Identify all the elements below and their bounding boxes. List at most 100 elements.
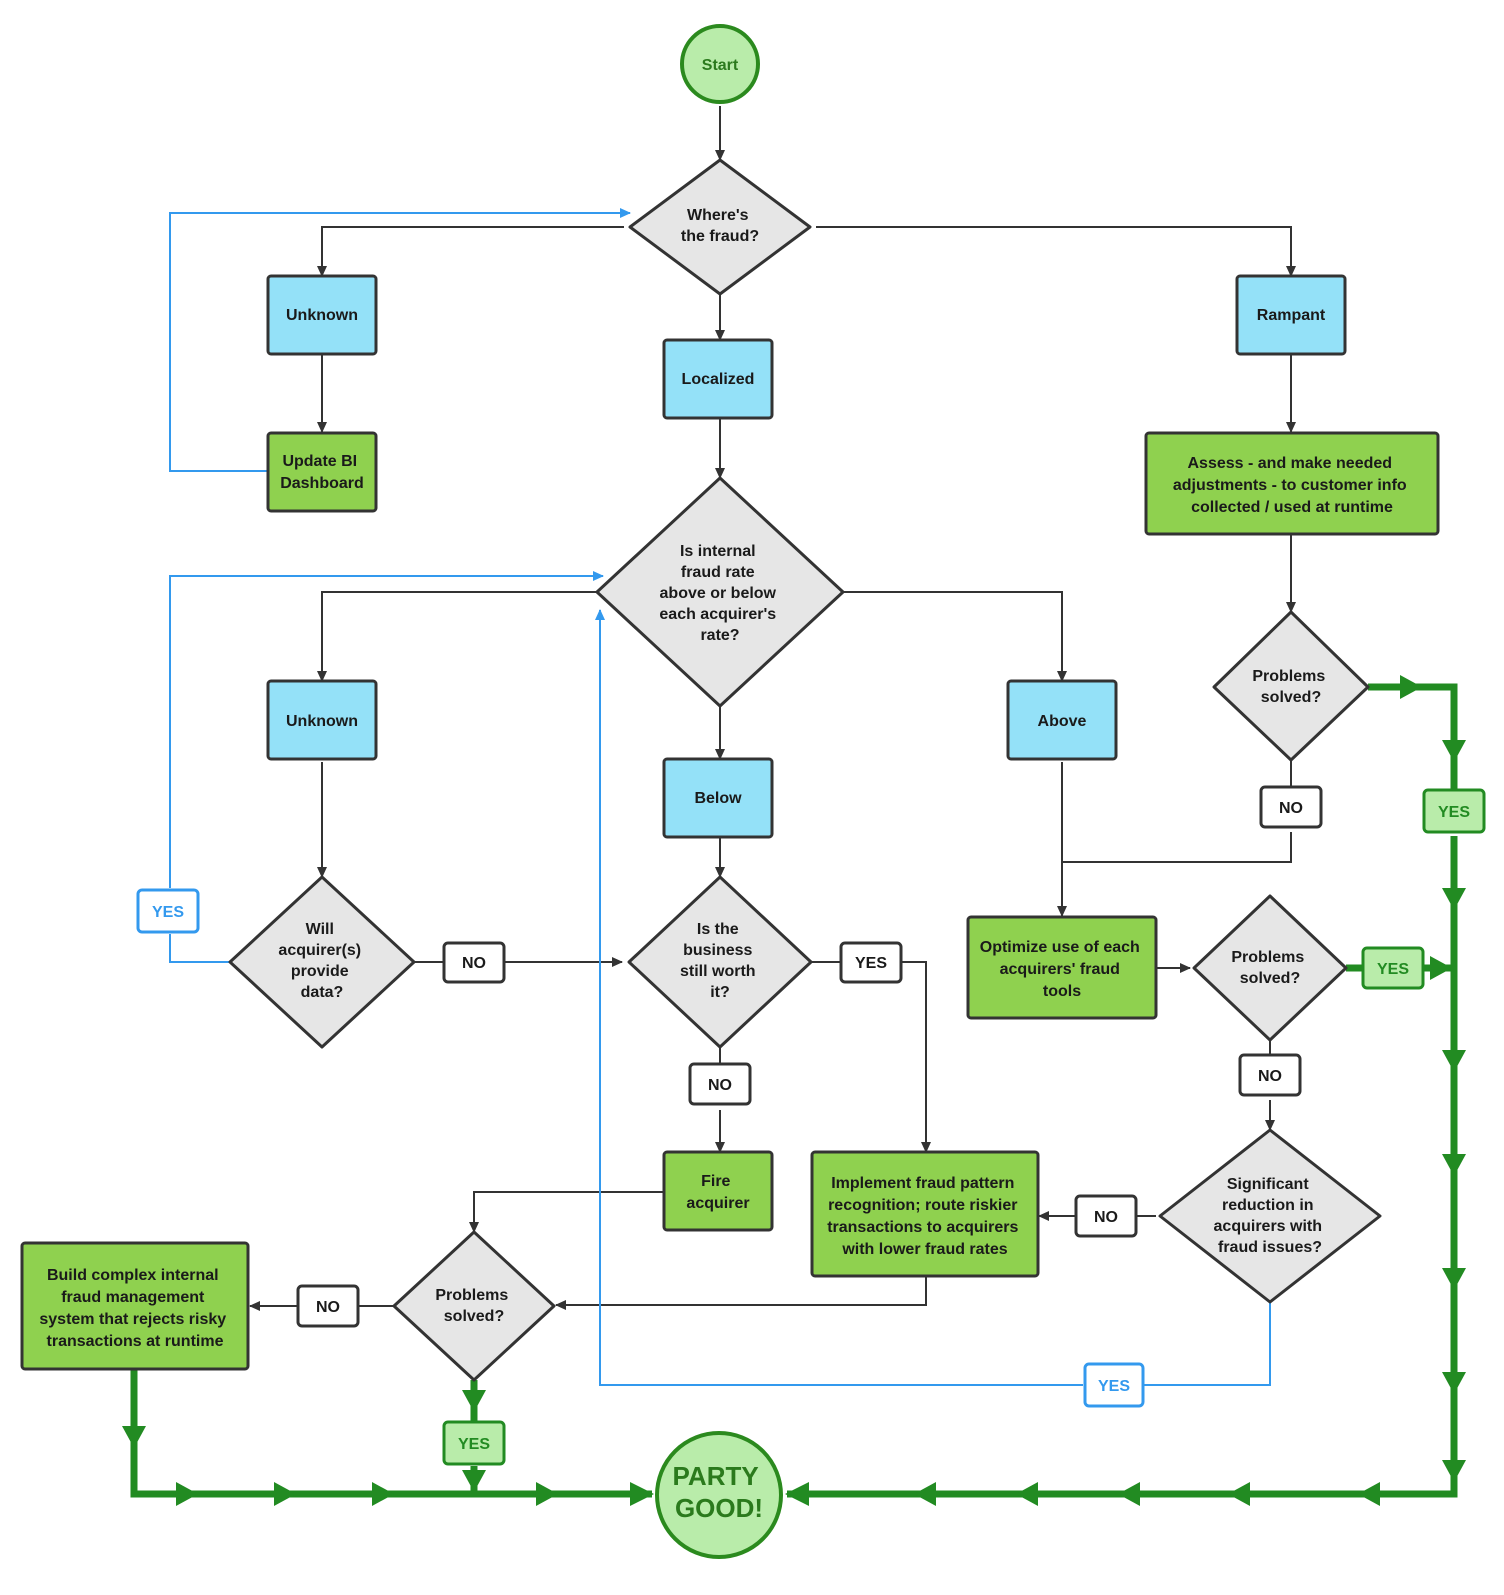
above-label: Above bbox=[1038, 713, 1087, 730]
problems3-line-2: solved? bbox=[444, 1308, 504, 1325]
optimize-line-1: Optimize use of each bbox=[980, 939, 1140, 956]
edge-build-to-party bbox=[130, 1370, 654, 1506]
decision-internal-fraud-rate: Is internal fraud rate above or below ea… bbox=[595, 476, 845, 708]
rampant-label: Rampant bbox=[1257, 307, 1326, 324]
significant-line-3: acquirers with bbox=[1214, 1218, 1322, 1235]
svg-text:Assess - and make needed: Assess - and make needed adjustments - t… bbox=[1173, 455, 1411, 516]
unknown-top-label: Unknown bbox=[286, 307, 358, 324]
tag-no-optimize: NO bbox=[1238, 1053, 1302, 1097]
internal-line-2: fraud rate bbox=[681, 564, 755, 581]
svg-text:PARTY GOOD!: PARTY GOOD! bbox=[673, 1461, 766, 1523]
assess-line-3: collected / used at runtime bbox=[1191, 499, 1393, 516]
build-line-4: transactions at runtime bbox=[47, 1333, 224, 1350]
problems1-line-2: solved? bbox=[1261, 689, 1321, 706]
localized-label: Localized bbox=[682, 371, 755, 388]
party-line-2: GOOD! bbox=[675, 1493, 763, 1523]
tag-no-will-text: NO bbox=[462, 955, 486, 972]
assess-line-1: Assess - and make needed bbox=[1188, 455, 1393, 472]
business-line-4: it? bbox=[710, 984, 730, 1001]
fire-line-2: acquirer bbox=[686, 1195, 749, 1212]
decision-problems-solved-final: Problems solved? bbox=[392, 1230, 556, 1382]
business-line-2: business bbox=[683, 942, 752, 959]
dark-connectors bbox=[250, 106, 1296, 1310]
fire-line-1: Fire bbox=[701, 1173, 730, 1190]
problems1-line-1: Problems bbox=[1252, 668, 1325, 685]
decision-will-acquirer-provide-data: Will acquirer(s) provide data? bbox=[228, 875, 416, 1049]
significant-line-2: reduction in bbox=[1222, 1197, 1314, 1214]
tag-yes-green-rampant: YES bbox=[1422, 788, 1486, 834]
will-line-3: provide bbox=[291, 963, 349, 980]
svg-text:Problems solved?: Problems solved? bbox=[1252, 668, 1329, 706]
business-line-3: still worth bbox=[680, 963, 756, 980]
box-build-complex-system: Build complex internal fraud management … bbox=[20, 1241, 250, 1371]
box-below: Below bbox=[662, 757, 774, 839]
tag-yes-green-problems3: YES bbox=[442, 1420, 506, 1466]
unknown-middle-label: Unknown bbox=[286, 713, 358, 730]
decision-wheres-the-fraud: Where's the fraud? bbox=[628, 158, 812, 296]
optimize-line-3: tools bbox=[1043, 983, 1081, 1000]
tag-no-business: NO bbox=[688, 1062, 752, 1106]
edge-where-to-rampant bbox=[816, 226, 1296, 277]
svg-text:Is internal fraud rate: Is internal fraud rate above or below ea… bbox=[659, 543, 780, 644]
tag-no-business-text: NO bbox=[708, 1077, 732, 1094]
problems3-line-1: Problems bbox=[435, 1287, 508, 1304]
svg-text:Update BI Dashboard: Update BI Dashboard bbox=[280, 453, 364, 492]
update-bi-line-1: Update BI bbox=[282, 453, 357, 470]
tag-no-rampant: NO bbox=[1259, 785, 1323, 829]
tag-no-optimize-text: NO bbox=[1258, 1068, 1282, 1085]
decision-problems-solved-rampant: Problems solved? bbox=[1212, 610, 1370, 762]
box-assess-customer-info: Assess - and make needed adjustments - t… bbox=[1144, 431, 1440, 536]
start-label: Start bbox=[702, 57, 739, 74]
svg-text:Problems solved?: Problems solved? bbox=[1231, 949, 1308, 987]
decision-problems-solved-optimize: Problems solved? bbox=[1192, 894, 1348, 1042]
tag-yes-green-optimize: YES bbox=[1361, 946, 1425, 990]
edge-significant-yes-back bbox=[600, 610, 1271, 1386]
problems2-line-1: Problems bbox=[1231, 949, 1304, 966]
tag-no-problems3: NO bbox=[296, 1284, 360, 1328]
tag-no-rampant-text: NO bbox=[1279, 800, 1303, 817]
build-line-1: Build complex internal bbox=[47, 1267, 219, 1284]
party-line-1: PARTY bbox=[673, 1461, 759, 1491]
optimize-line-2: acquirers' fraud bbox=[1000, 961, 1120, 978]
significant-line-4: fraud issues? bbox=[1218, 1239, 1322, 1256]
box-localized: Localized bbox=[662, 338, 774, 420]
will-line-1: Will bbox=[306, 921, 334, 938]
tag-yes-blue-will: YES bbox=[136, 888, 200, 934]
svg-text:Problems solved?: Problems solved? bbox=[435, 1287, 512, 1325]
internal-line-1: Is internal bbox=[680, 543, 756, 560]
svg-text:Significant reduction in: Significant reduction in acquirers with … bbox=[1214, 1176, 1327, 1256]
end-node-party-good: PARTY GOOD! bbox=[655, 1431, 783, 1559]
svg-text:Is the business st: Is the business still worth it? bbox=[680, 921, 760, 1001]
edge-business-yes bbox=[812, 961, 926, 1152]
build-line-3: system that rejects risky bbox=[39, 1311, 226, 1328]
box-above: Above bbox=[1006, 679, 1118, 761]
where-line-1: Where's bbox=[687, 207, 749, 224]
tag-yes-green-rampant-text: YES bbox=[1438, 804, 1470, 821]
box-fire-acquirer: Fire acquirer bbox=[662, 1150, 774, 1232]
start-node: Start bbox=[680, 24, 760, 104]
internal-line-3: above or below bbox=[660, 585, 777, 602]
box-implement-fraud-pattern: Implement fraud pattern recognition; rou… bbox=[810, 1150, 1040, 1278]
box-update-bi-dashboard: Update BI Dashboard bbox=[266, 431, 378, 513]
tag-yes-business-text: YES bbox=[855, 955, 887, 972]
tag-no-will: NO bbox=[442, 941, 506, 984]
significant-line-1: Significant bbox=[1227, 1176, 1309, 1193]
edge-problems1-no bbox=[1062, 760, 1292, 863]
will-line-2: acquirer(s) bbox=[278, 942, 361, 959]
edge-implement-to-problems3 bbox=[555, 1277, 927, 1310]
edge-fire-to-problems3 bbox=[469, 1191, 664, 1233]
decision-business-still-worth-it: Is the business still worth it? bbox=[627, 875, 813, 1049]
tag-yes-blue-significant-text: YES bbox=[1098, 1378, 1130, 1395]
tag-yes-green-problems3-text: YES bbox=[458, 1436, 490, 1453]
assess-line-2: adjustments - to customer info bbox=[1173, 477, 1407, 494]
internal-line-5: rate? bbox=[700, 627, 739, 644]
where-line-2: the fraud? bbox=[681, 228, 759, 245]
box-rampant: Rampant bbox=[1235, 274, 1347, 356]
svg-text:Will acquirer(s) p: Will acquirer(s) provide data? bbox=[278, 921, 365, 1001]
svg-text:Fire acquirer: Fire acquirer bbox=[686, 1173, 749, 1212]
below-label: Below bbox=[694, 790, 742, 807]
implement-line-3: transactions to acquirers bbox=[827, 1219, 1018, 1236]
tag-yes-green-optimize-text: YES bbox=[1377, 961, 1409, 978]
svg-text:Optimize use of each acq: Optimize use of each acquirers' fraud to… bbox=[980, 939, 1145, 1000]
